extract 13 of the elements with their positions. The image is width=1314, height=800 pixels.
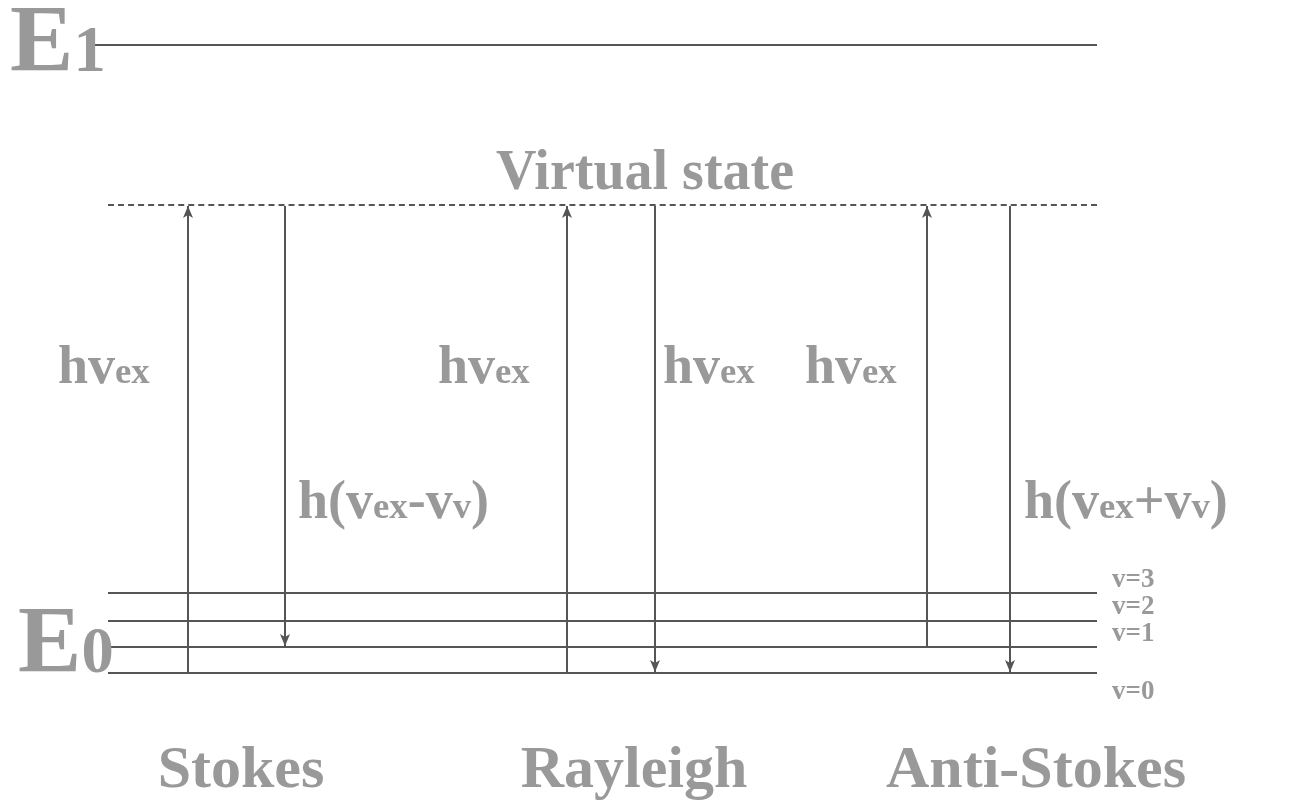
transition-arrow: [280, 205, 290, 647]
level-label: v=3: [1112, 564, 1155, 592]
process-label: Anti-Stokes: [886, 737, 1186, 797]
process-label: Stokes: [157, 737, 325, 797]
transition-arrow: [650, 205, 660, 673]
level-label: v=1: [1112, 618, 1155, 646]
transition-arrow: [183, 205, 193, 673]
level-label: v=2: [1112, 591, 1155, 619]
level-label: v=0: [1112, 676, 1155, 704]
level-label: Virtual state: [495, 142, 795, 198]
transition-arrow: [922, 205, 932, 647]
transition-arrow: [562, 205, 572, 673]
transition-arrow: [1005, 205, 1015, 673]
